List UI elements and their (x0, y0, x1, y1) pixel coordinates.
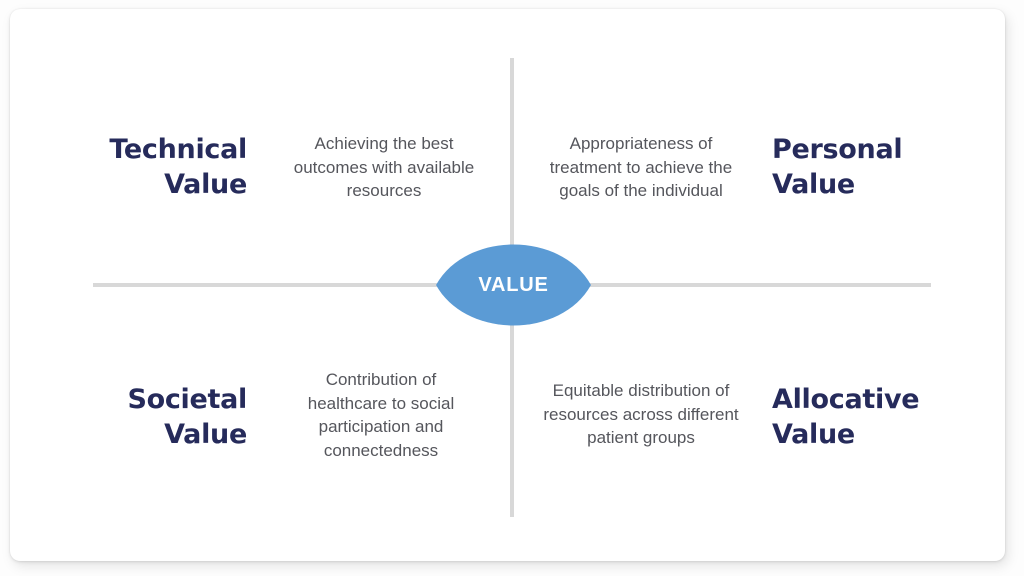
quadrant-title-personal-value: Personal Value (772, 134, 903, 200)
quadrant-description-personal-value: Appropriateness of treatment to achieve … (549, 134, 733, 200)
quadrant-title-allocative-value: Allocative Value (772, 384, 920, 450)
diagram-card: Technical Value Achieving the best outco… (10, 9, 1005, 561)
eye-lens-icon (436, 244, 591, 326)
quadrant-description-allocative-value: Equitable distribution of resources acro… (543, 381, 739, 447)
quadrant-description-societal-value: Contribution of healthcare to social par… (307, 370, 455, 460)
quadrant-description-technical-value: Achieving the best outcomes with availab… (293, 134, 475, 200)
value-lens: VALUE (436, 244, 591, 326)
value-lens-label: VALUE (478, 273, 549, 296)
quadrant-title-societal-value: Societal Value (127, 384, 247, 450)
quadrant-title-technical-value: Technical Value (109, 134, 247, 200)
